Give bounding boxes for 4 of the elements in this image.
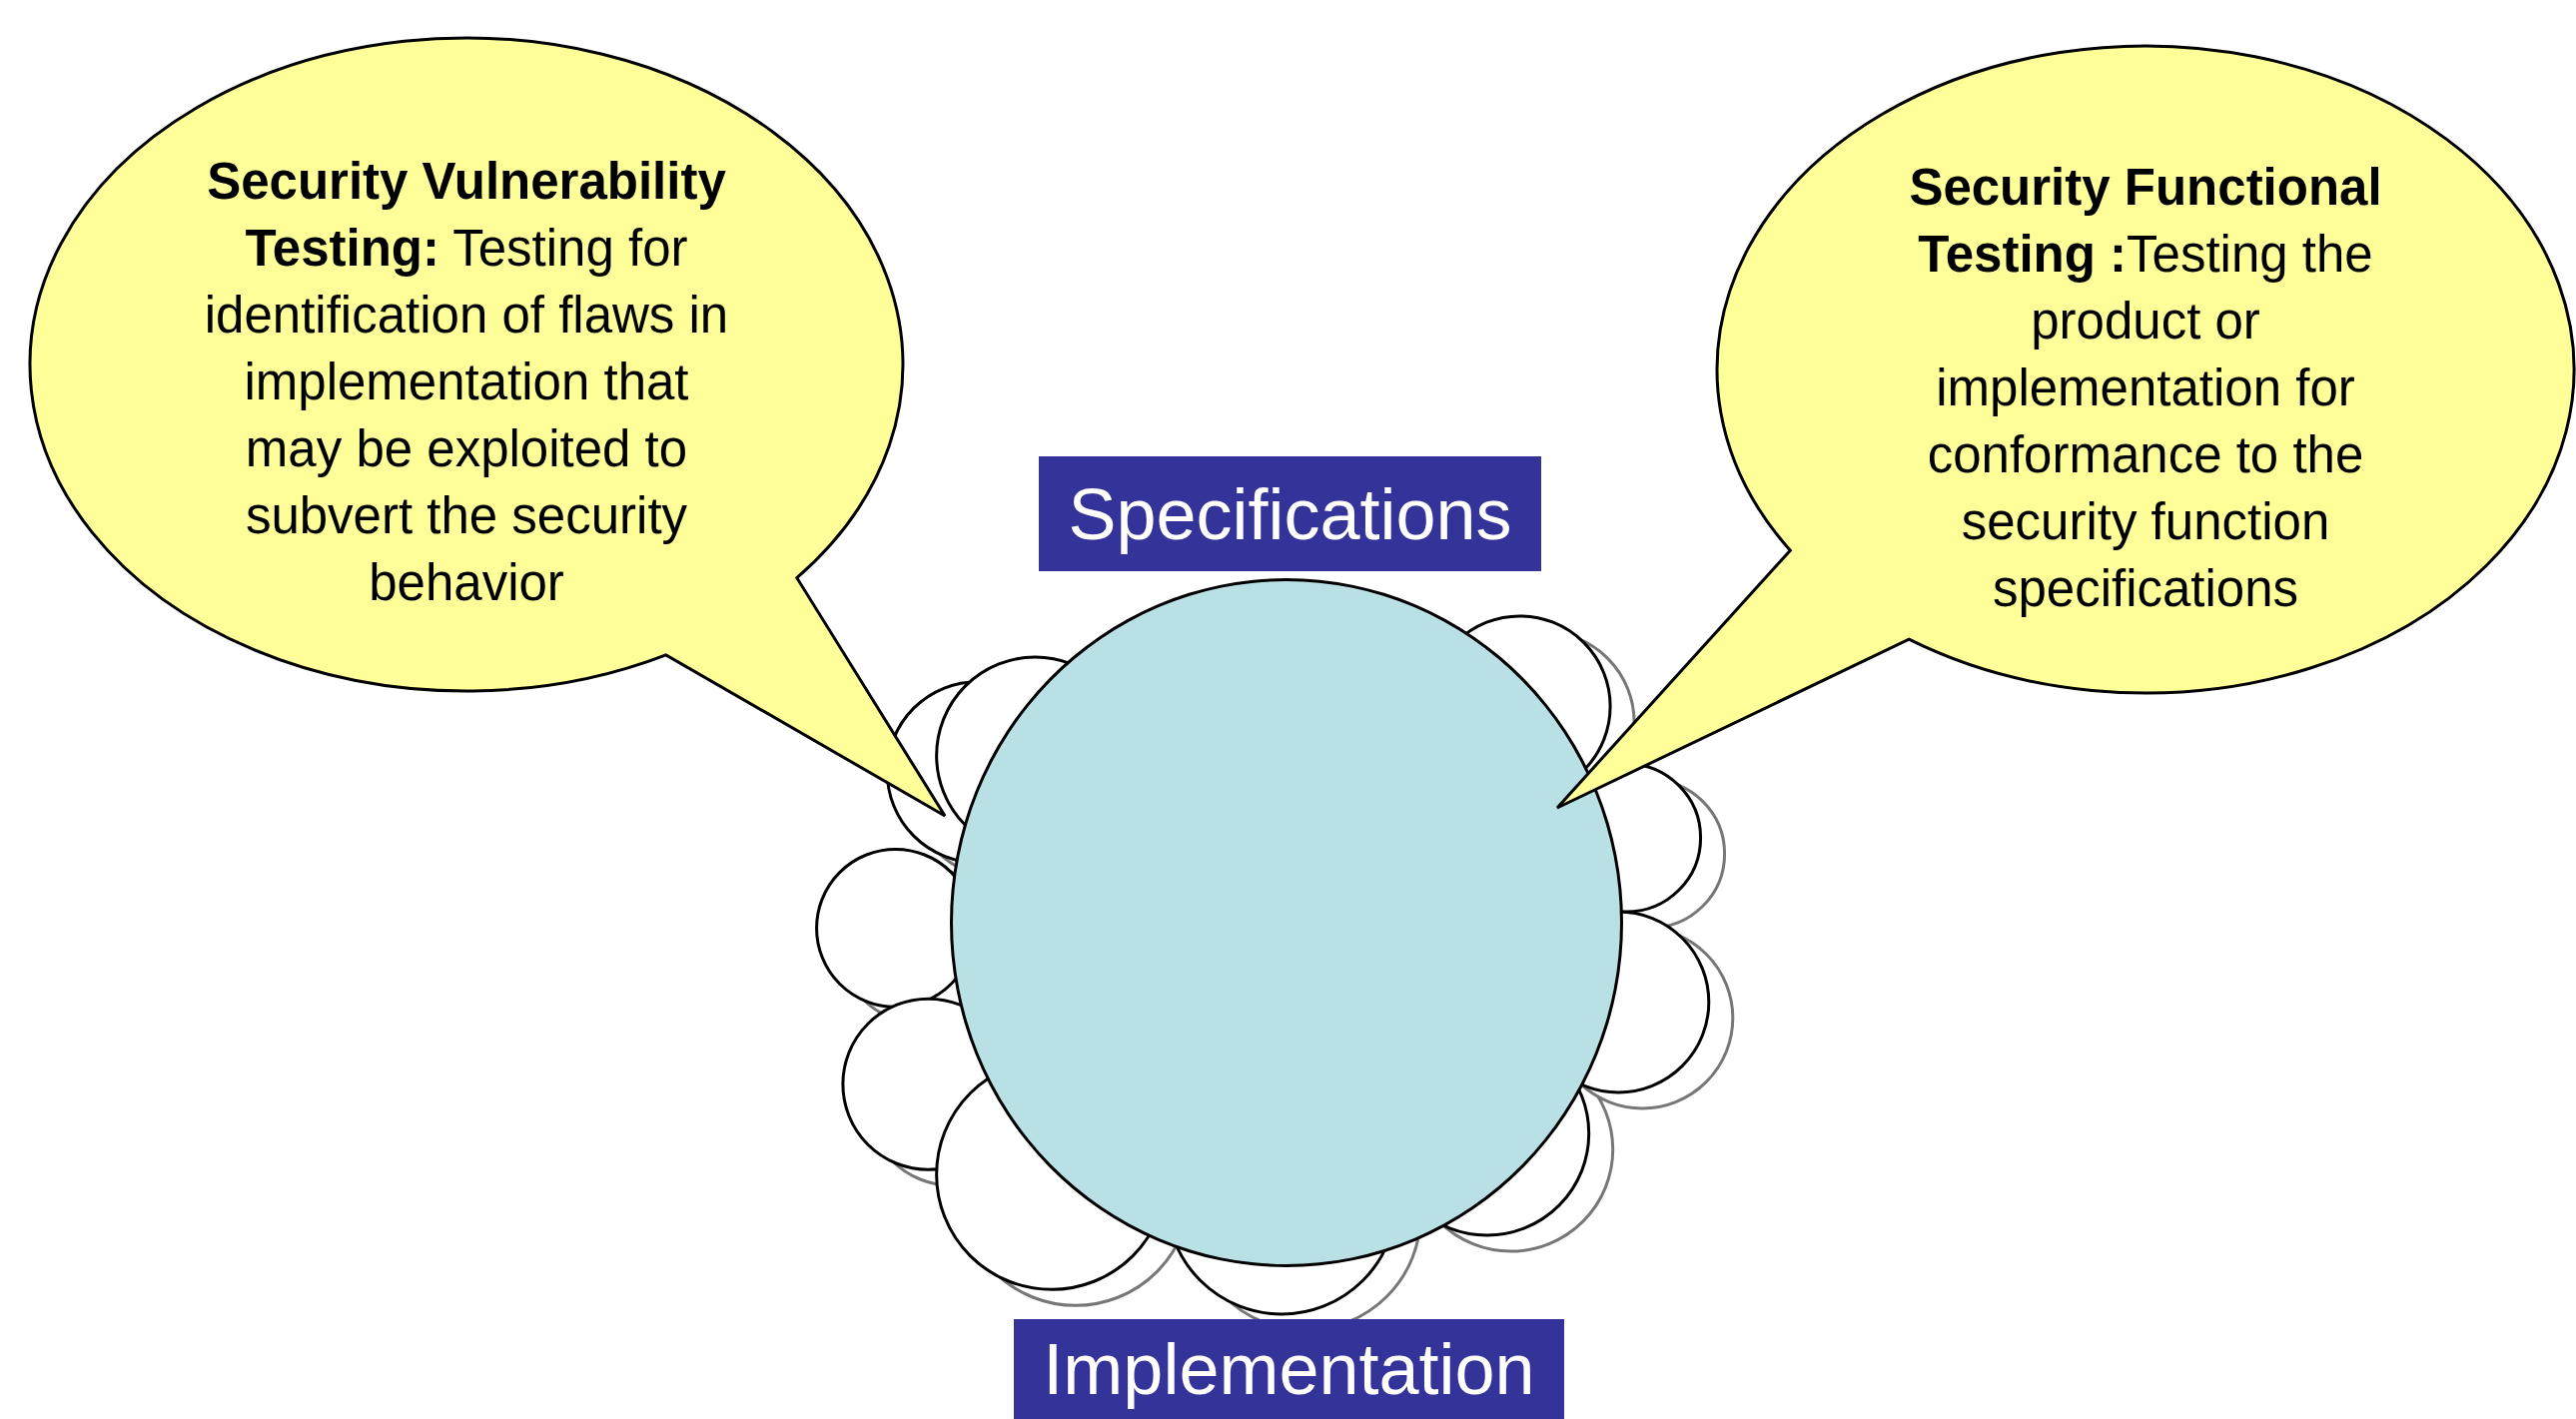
callout-text: Security Functional Testing :Testing the product or implementation for conformance to the security function specifications [1908,158,2383,619]
label-band: Specifications [1039,456,1541,571]
callout-text: Security Vulnerability Testing: Testing for identification of flaws in implementation that may be exploited to subvert the security behavior [203,152,730,613]
label-band: Implementation [1014,1319,1564,1419]
